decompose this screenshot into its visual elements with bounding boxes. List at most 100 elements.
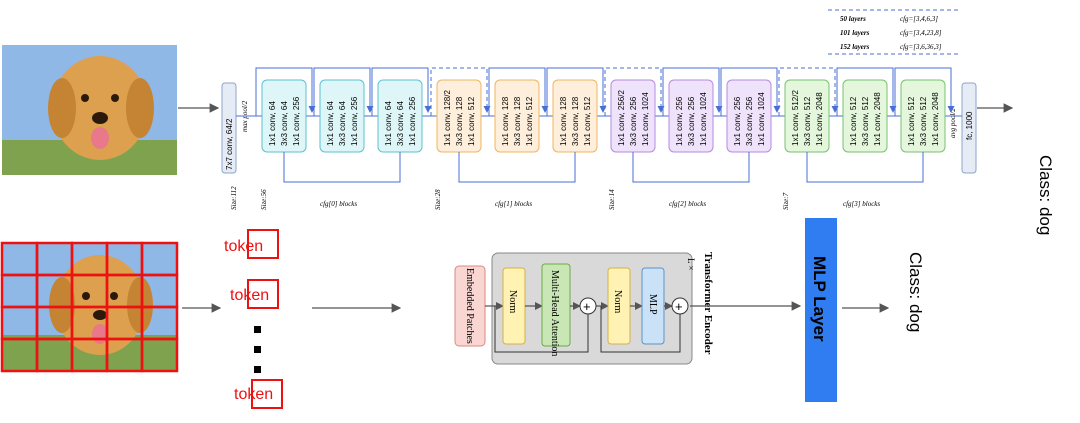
dog-image-top xyxy=(2,45,177,175)
size-label-0: Size:112 xyxy=(230,186,238,210)
repeat-label: L × xyxy=(686,258,696,271)
skip-connection-0 xyxy=(255,67,316,116)
config-layers-1: 101 layers xyxy=(840,29,870,37)
config-cfg-0: cfg=[3,4,6,3] xyxy=(900,15,938,23)
block-7-line-2: 1x1 conv, 1024 xyxy=(699,92,708,146)
stage-label-1: cfg[1] blocks xyxy=(495,200,532,208)
skip-connection-2 xyxy=(371,67,432,116)
dog-image-patched xyxy=(0,241,179,373)
plus-2-label: + xyxy=(675,299,683,314)
stage-bracket-3 xyxy=(806,152,924,183)
block-1-line-0: 1x1 conv, 64 xyxy=(326,101,335,146)
bottleneck-block-10 xyxy=(842,79,888,153)
embedded-patches-box: Embedded Patches xyxy=(454,265,486,347)
resnet-diagram: 50 layers cfg=[3,4,6,3] 101 layers cfg=[3,4… xyxy=(2,9,1055,235)
skip-connection-5 xyxy=(546,67,607,116)
block-2-line-0: 1x1 conv, 64 xyxy=(384,101,393,146)
token-ellipsis xyxy=(254,326,261,373)
transformer-encoder-block: L × Transformer Encoder Norm Multi-Head … xyxy=(485,252,714,365)
bottleneck-block-4 xyxy=(494,79,540,153)
encoder-title: Transformer Encoder xyxy=(702,252,714,355)
block-2-line-2: 1x1 conv, 256 xyxy=(408,96,417,146)
block-0-line-2: 1x1 conv, 256 xyxy=(292,96,301,146)
block-11-line-1: 3x3 conv, 512 xyxy=(919,96,928,146)
block-8-line-2: 1x1 conv, 1024 xyxy=(757,92,766,146)
stem-conv-label: 7x7 conv, 64/2 xyxy=(225,118,234,170)
mlp-layer-label: MLP Layer xyxy=(810,256,829,342)
block-3-line-1: 3x3 conv, 128 xyxy=(455,96,464,146)
mlp-layer-block: MLP Layer xyxy=(805,218,837,402)
stage-label-2: cfg[2] blocks xyxy=(669,200,706,208)
block-9-line-1: 3x3 conv, 512 xyxy=(803,96,812,146)
block-2-line-1: 3x3 conv, 64 xyxy=(396,101,405,146)
block-4-line-0: 1x1 conv, 128 xyxy=(501,96,510,146)
skip-connection-8 xyxy=(720,67,781,116)
block-10-line-1: 3x3 conv, 512 xyxy=(861,96,870,146)
avgpool-label: avg pool/2 xyxy=(949,108,957,138)
size-label-3: Size:14 xyxy=(608,189,616,210)
token-2: token xyxy=(230,279,279,309)
block-3-line-0: 1x1 conv, 128/2 xyxy=(443,90,452,146)
block-10-line-0: 1x1 conv, 512 xyxy=(849,96,858,146)
mlp-small-label: MLP xyxy=(647,294,658,315)
size-label-2: Size:28 xyxy=(434,189,442,210)
skip-connection-11 xyxy=(894,67,955,116)
block-7-line-0: 1x1 conv, 256 xyxy=(675,96,684,146)
skip-connection-6 xyxy=(604,67,665,116)
token-1-label: token xyxy=(224,238,263,255)
config-layers-2: 152 layers xyxy=(840,43,870,51)
block-0-line-1: 3x3 conv, 64 xyxy=(280,101,289,146)
block-9-line-0: 1x1 conv, 512/2 xyxy=(791,90,800,146)
block-7-line-1: 3x3 conv, 256 xyxy=(687,96,696,146)
fc-box xyxy=(961,82,977,174)
block-4-line-2: 1x1 conv, 512 xyxy=(525,96,534,146)
block-6-line-1: 3x3 conv, 256 xyxy=(629,96,638,146)
norm-1-label: Norm xyxy=(507,290,518,314)
stem-conv-box xyxy=(221,82,237,174)
size-label-4: Size:7 xyxy=(782,192,790,210)
block-11-line-0: 1x1 conv, 512 xyxy=(907,96,916,146)
token-3: token xyxy=(234,379,283,409)
config-table: 50 layers cfg=[3,4,6,3] 101 layers cfg=[3,4… xyxy=(828,9,960,55)
config-cfg-2: cfg=[3,6,36,3] xyxy=(900,43,942,51)
stage-label-3: cfg[3] blocks xyxy=(843,200,880,208)
block-5-line-2: 1x1 conv, 512 xyxy=(583,96,592,146)
bottleneck-block-7 xyxy=(668,79,714,153)
norm-2-label: Norm xyxy=(612,290,623,314)
token-1: token xyxy=(224,229,279,259)
block-8-line-1: 3x3 conv, 256 xyxy=(745,96,754,146)
stage-label-0: cfg[0] blocks xyxy=(320,200,357,208)
skip-connection-9 xyxy=(778,67,839,116)
block-8-line-0: 1x1 conv, 256 xyxy=(733,96,742,146)
config-cfg-1: cfg=[3,4,23,8] xyxy=(900,29,942,37)
vit-class-label: Class: dog xyxy=(906,252,925,332)
vit-diagram: token token token Embedded Patches L × T… xyxy=(0,218,925,409)
token-3-label: token xyxy=(234,386,273,403)
block-9-line-2: 1x1 conv, 2048 xyxy=(815,92,824,146)
block-11-line-2: 1x1 conv, 2048 xyxy=(931,92,940,146)
config-layers-0: 50 layers xyxy=(840,15,866,23)
block-3-line-2: 1x1 conv, 512 xyxy=(467,96,476,146)
block-5-line-0: 1x1 conv, 128 xyxy=(559,96,568,146)
resnet-class-label: Class: dog xyxy=(1036,155,1055,235)
mha-box xyxy=(541,263,571,347)
skip-connection-4 xyxy=(488,67,549,116)
embedded-patches-label: Embedded Patches xyxy=(464,268,475,344)
block-1-line-2: 1x1 conv, 256 xyxy=(350,96,359,146)
block-6-line-2: 1x1 conv, 1024 xyxy=(641,92,650,146)
mha-label: Multi-Head Attention xyxy=(549,270,560,356)
patch-cell xyxy=(140,337,179,373)
stage-bracket-2 xyxy=(632,152,750,183)
stage-bracket-1 xyxy=(458,152,576,183)
block-6-line-0: 1x1 conv, 256/2 xyxy=(617,90,626,146)
plus-1-label: + xyxy=(583,299,591,314)
block-5-line-1: 3x3 conv, 128 xyxy=(571,96,580,146)
block-10-line-2: 1x1 conv, 2048 xyxy=(873,92,882,146)
token-2-label: token xyxy=(230,287,269,304)
skip-connection-7 xyxy=(662,67,723,116)
block-4-line-1: 3x3 conv, 128 xyxy=(513,96,522,146)
block-1-line-1: 3x3 conv, 64 xyxy=(338,101,347,146)
bottleneck-block-1 xyxy=(319,79,365,153)
block-0-line-0: 1x1 conv, 64 xyxy=(268,101,277,146)
